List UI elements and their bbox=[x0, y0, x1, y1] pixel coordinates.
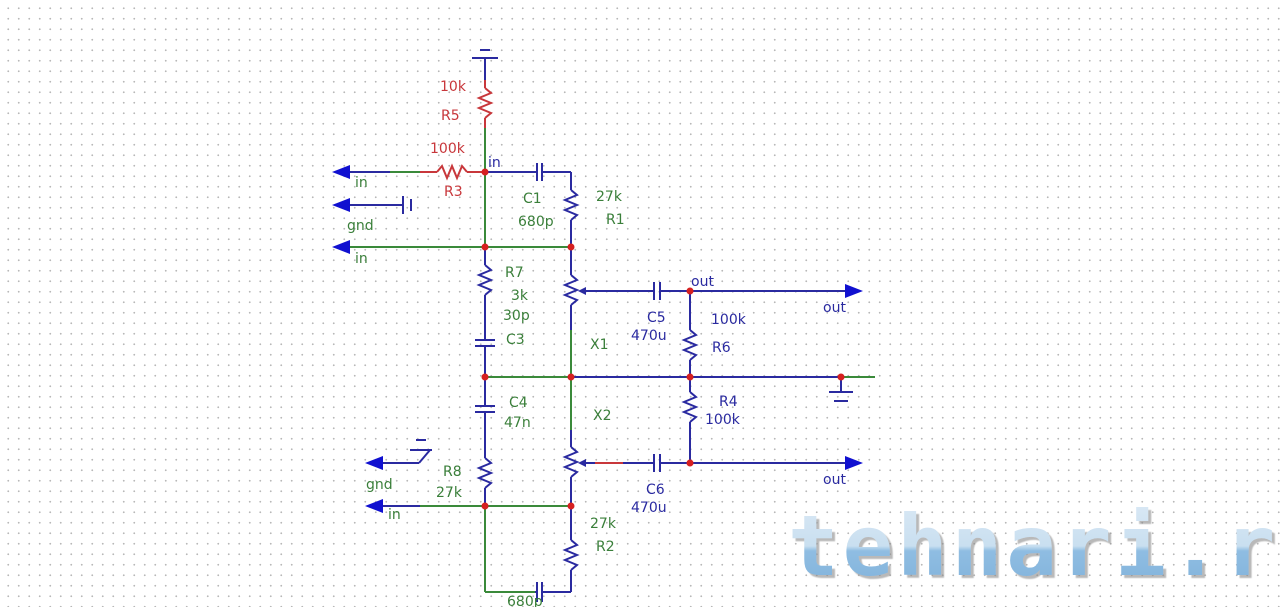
r3-value: 100k bbox=[430, 141, 466, 157]
r6-ref: R6 bbox=[712, 340, 731, 356]
r7-value: 3k bbox=[511, 288, 529, 304]
junctions bbox=[481, 168, 845, 510]
port-label-gnd-bottom: gnd bbox=[366, 477, 393, 493]
r4-ref: R4 bbox=[719, 394, 738, 410]
c4-ref: C4 bbox=[509, 395, 528, 411]
net-label-out: out bbox=[691, 274, 714, 290]
r2-ref: R2 bbox=[596, 539, 615, 555]
c2-value: 680p bbox=[507, 594, 543, 607]
capacitor-c5[interactable] bbox=[586, 282, 690, 300]
port-label-in-top: in bbox=[355, 175, 368, 191]
capacitor-c1[interactable] bbox=[485, 163, 572, 190]
wire-green-trunk bbox=[345, 172, 571, 248]
c3-value: 30p bbox=[503, 308, 530, 324]
capacitor-c2[interactable] bbox=[535, 582, 571, 602]
port-arrow-in-mid bbox=[332, 240, 350, 254]
wiper-arrow-x1 bbox=[578, 287, 586, 295]
x1-ref: X1 bbox=[590, 337, 609, 353]
watermark-logo: tehnari.ru bbox=[788, 497, 1280, 595]
capacitor-c3[interactable] bbox=[475, 339, 495, 377]
wire-in-bottom bbox=[380, 505, 571, 593]
c3-ref: C3 bbox=[506, 332, 525, 348]
capacitor-c4[interactable] bbox=[475, 377, 495, 458]
c4-value: 47n bbox=[504, 415, 531, 431]
r8-ref: R8 bbox=[443, 464, 462, 480]
port-arrow-gnd-top bbox=[332, 198, 350, 212]
resistor-r4[interactable] bbox=[681, 377, 699, 463]
port-arrow-gnd-bottom bbox=[365, 456, 383, 470]
wire-gnd-bottom bbox=[380, 439, 432, 464]
potentiometer-x1[interactable] bbox=[562, 247, 580, 330]
c5-ref: C5 bbox=[647, 310, 666, 326]
port-label-in-bottom: in bbox=[388, 507, 401, 523]
resistor-r5[interactable] bbox=[476, 80, 494, 128]
r4-value: 100k bbox=[705, 412, 741, 428]
r5-ref: R5 bbox=[441, 108, 460, 124]
port-label-out-bottom: out bbox=[823, 472, 846, 488]
port-arrow-in-top bbox=[332, 165, 350, 179]
wire-gnd-top bbox=[345, 196, 412, 214]
c6-value: 470u bbox=[631, 500, 667, 516]
resistor-r2[interactable] bbox=[562, 506, 580, 592]
r3-ref: R3 bbox=[444, 184, 463, 200]
r1-ref: R1 bbox=[606, 212, 625, 228]
port-label-out-top: out bbox=[823, 300, 846, 316]
port-arrow-out-bottom bbox=[845, 456, 863, 470]
port-arrow-out-top bbox=[845, 284, 863, 298]
r7-ref: R7 bbox=[505, 265, 524, 281]
port-label-gnd-top: gnd bbox=[347, 218, 374, 234]
capacitor-c6[interactable] bbox=[586, 454, 690, 472]
x2-ref: X2 bbox=[593, 408, 612, 424]
resistor-r8[interactable] bbox=[476, 457, 494, 506]
potentiometer-x2[interactable] bbox=[562, 430, 580, 506]
c1-value: 680p bbox=[518, 214, 554, 230]
r6-value: 100k bbox=[711, 312, 747, 328]
port-arrows bbox=[332, 165, 863, 513]
net-label-in: in bbox=[488, 155, 501, 171]
r2-value: 27k bbox=[590, 516, 617, 532]
resistor-r6[interactable] bbox=[681, 291, 699, 377]
r1-value: 27k bbox=[596, 189, 623, 205]
wiper-arrow-x2 bbox=[578, 459, 586, 467]
r8-value: 27k bbox=[436, 485, 463, 501]
ground-symbol-right bbox=[829, 377, 853, 402]
r5-value: 10k bbox=[440, 79, 467, 95]
port-label-in-mid: in bbox=[355, 251, 368, 267]
resistor-r1[interactable] bbox=[562, 189, 580, 247]
port-arrow-in-bottom bbox=[365, 499, 383, 513]
resistor-r3[interactable] bbox=[436, 163, 485, 181]
c6-ref: C6 bbox=[646, 482, 665, 498]
supply-symbol-top bbox=[472, 49, 498, 80]
resistor-r7[interactable] bbox=[476, 247, 494, 340]
c1-ref: C1 bbox=[523, 191, 542, 207]
c5-value: 470u bbox=[631, 328, 667, 344]
